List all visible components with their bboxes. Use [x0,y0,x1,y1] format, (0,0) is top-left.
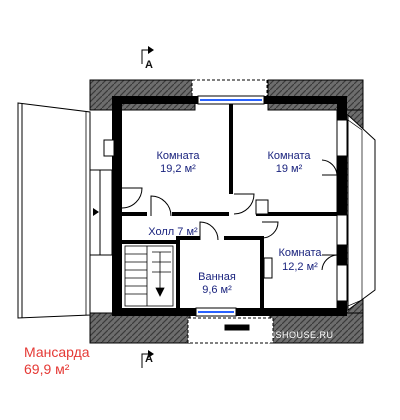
section-marker-bottom-label: A [145,353,153,365]
floor-area: 69,9 м² [24,361,70,377]
hall-label: Холл 7 м² [148,226,198,238]
windows [195,95,348,317]
floor-name: Мансарда [24,344,90,360]
balcony-door [89,169,113,256]
section-marker-bottom: A [141,350,154,368]
room1-area: 19,2 м² [160,163,196,175]
bath-area: 9,6 м² [202,284,232,296]
staircase [124,245,174,307]
bath-name: Ванная [198,271,236,283]
watermark: PLANSHOUSE.RU [250,330,334,340]
section-marker-top: A [141,46,154,71]
room3-name: Комната [278,247,322,259]
porch-roof [17,102,91,319]
fixtures [103,139,273,331]
section-marker-top-label: A [145,59,153,71]
room3-area: 12,2 м² [282,261,318,273]
interior-walls [122,104,337,308]
room1-name: Комната [156,150,200,162]
floor-title: Мансарда 69,9 м² [24,344,90,378]
doors [121,159,338,271]
room2-area: 19 м² [276,163,303,175]
room2-name: Комната [267,150,311,162]
